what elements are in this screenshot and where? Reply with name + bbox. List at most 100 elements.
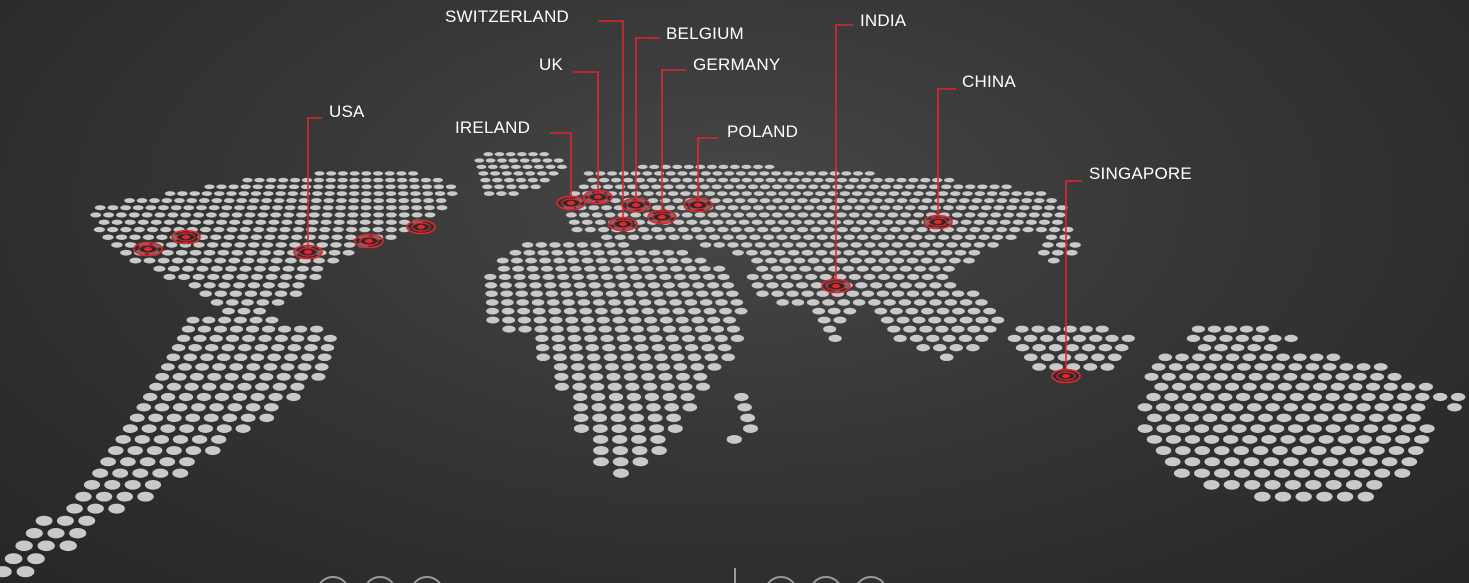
land-dot	[213, 191, 225, 196]
land-dot	[1311, 445, 1327, 456]
land-dot	[287, 191, 299, 196]
land-dot	[565, 249, 577, 256]
land-dot	[1356, 363, 1371, 371]
land-dot	[241, 372, 257, 381]
land-dot	[975, 299, 988, 306]
land-dot	[874, 212, 886, 218]
land-dot	[615, 273, 628, 280]
land-dot	[523, 249, 536, 256]
land-dot	[211, 198, 223, 204]
land-dot	[268, 265, 281, 272]
land-dot	[250, 353, 265, 362]
land-dot	[222, 413, 238, 423]
land-dot	[107, 226, 119, 233]
land-dot	[499, 164, 510, 170]
land-dot	[474, 158, 485, 163]
marker-center-dot	[619, 221, 627, 227]
land-dot	[723, 184, 734, 190]
land-dot	[124, 219, 136, 225]
land-dot	[822, 299, 835, 306]
land-dot	[361, 191, 372, 196]
land-dot	[1040, 353, 1055, 362]
land-dot	[870, 234, 882, 240]
land-dot	[1008, 198, 1020, 204]
land-dot	[188, 282, 201, 289]
land-dot	[1219, 334, 1233, 342]
land-dot	[207, 273, 220, 280]
land-dot	[718, 164, 729, 170]
land-dot	[337, 177, 348, 183]
land-dot	[817, 316, 831, 324]
land-dot	[884, 282, 898, 289]
land-dot	[1415, 392, 1430, 402]
land-dot	[591, 212, 603, 218]
land-dot	[1233, 445, 1249, 456]
land-dot	[160, 392, 176, 402]
land-dot	[642, 382, 658, 391]
land-dot	[983, 307, 996, 315]
land-dot	[225, 334, 240, 342]
land-dot	[1352, 372, 1367, 381]
land-dot	[335, 205, 347, 211]
land-dot	[1263, 344, 1278, 352]
land-dot	[680, 257, 693, 264]
land-dot	[784, 198, 796, 204]
land-dot	[1337, 403, 1353, 412]
land-dot	[204, 344, 219, 352]
land-dot	[913, 191, 924, 196]
land-dot	[762, 234, 775, 240]
land-dot	[802, 191, 814, 196]
land-dot	[584, 334, 598, 342]
land-dot	[844, 184, 855, 190]
bottom-ring-3	[413, 576, 441, 583]
land-dot	[668, 344, 682, 352]
land-dot	[960, 219, 972, 225]
land-dot	[673, 273, 686, 280]
land-dot	[899, 249, 911, 256]
land-dot	[263, 403, 279, 412]
land-dot	[492, 177, 503, 183]
land-dot	[967, 325, 981, 333]
land-dot	[1387, 372, 1402, 381]
land-dot	[1271, 363, 1286, 371]
land-dot	[1051, 219, 1064, 225]
land-dot	[717, 273, 730, 280]
land-dot	[242, 257, 255, 264]
land-dot	[349, 171, 360, 176]
land-dot	[1325, 424, 1341, 433]
land-dot	[916, 226, 928, 233]
land-dot	[730, 226, 742, 233]
label-belgium: BELGIUM	[666, 24, 744, 43]
land-dot	[614, 325, 628, 333]
land-dot	[712, 219, 724, 225]
land-dot	[980, 205, 992, 211]
land-dot	[659, 316, 673, 324]
land-dot	[877, 242, 890, 248]
land-dot	[641, 234, 653, 240]
land-dot	[713, 242, 726, 248]
land-dot	[253, 226, 265, 233]
land-dot	[139, 457, 156, 467]
land-dot	[715, 299, 728, 306]
land-dot	[1326, 353, 1341, 362]
land-dot	[659, 273, 672, 280]
land-dot	[590, 184, 602, 190]
land-dot	[753, 205, 764, 211]
land-dot	[1182, 392, 1197, 402]
land-dot	[704, 353, 719, 362]
land-dot	[129, 257, 142, 264]
land-dot	[1105, 334, 1119, 342]
land-dot	[275, 191, 286, 196]
land-dot	[348, 191, 360, 196]
land-dot	[534, 164, 544, 170]
land-dot	[1301, 403, 1317, 412]
land-dot	[318, 234, 330, 240]
land-dot	[1260, 382, 1275, 391]
land-dot	[280, 273, 293, 280]
land-dot	[896, 316, 910, 324]
land-dot	[797, 212, 809, 218]
land-dot	[254, 177, 265, 183]
land-dot	[975, 334, 989, 342]
land-dot	[1269, 424, 1285, 433]
land-dot	[836, 242, 849, 248]
